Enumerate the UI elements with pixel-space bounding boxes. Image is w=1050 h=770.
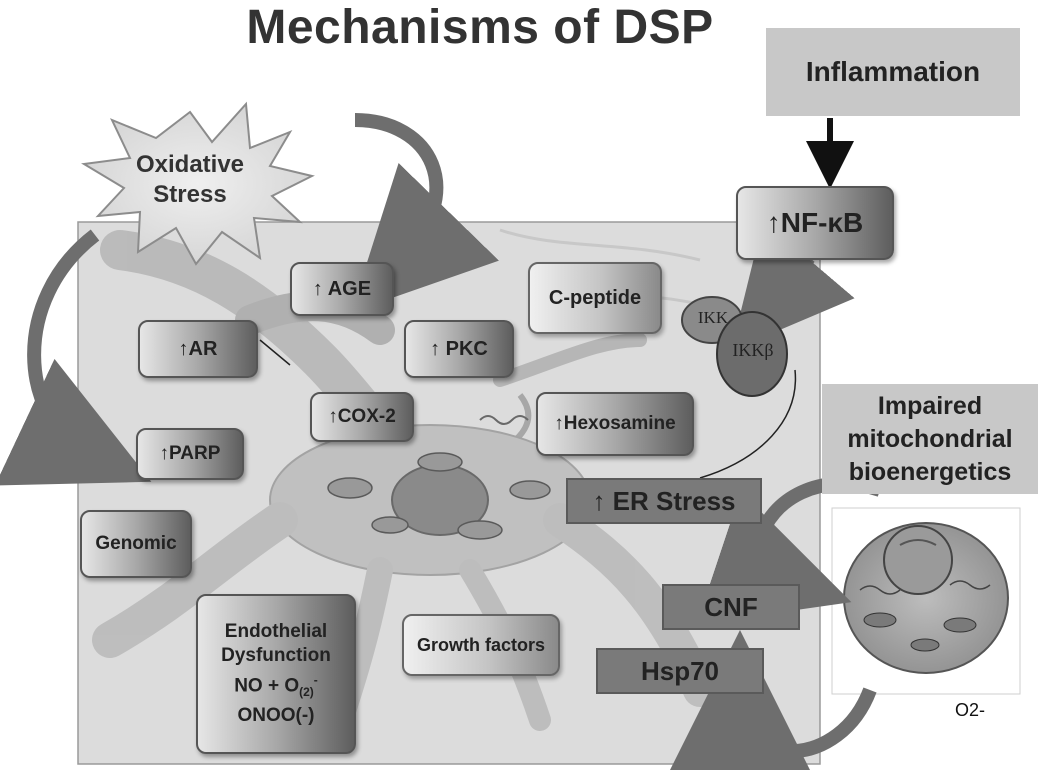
ikk-label: IKK — [697, 308, 729, 327]
age-label: ↑ AGE — [312, 277, 372, 300]
pkc-label: ↑ PKC — [430, 337, 488, 360]
impaired-line3: bioenergetics — [848, 457, 1012, 486]
hsp70-box: Hsp70 — [596, 648, 764, 694]
age-box: ↑ AGE — [290, 262, 394, 316]
impaired-bioenergetics-box: Impaired mitochondrial bioenergetics — [822, 384, 1038, 494]
er-stress-box: ↑ ER Stress — [566, 478, 762, 524]
arrow-nfkb-to-ikk — [731, 220, 855, 351]
ar-box: ↑AR — [138, 320, 258, 378]
oxidative-stress-line2: Stress — [153, 181, 227, 208]
o2-label: O2- — [954, 700, 985, 720]
inflammation-label: Inflammation — [805, 56, 981, 87]
inflammation-box: Inflammation — [766, 28, 1020, 116]
nfkb-label: ↑NF-κB — [766, 207, 864, 238]
arrow-cell-to-hsp70 — [670, 630, 877, 770]
hexosamine-box: ↑Hexosamine — [536, 392, 694, 456]
arrow-stress-to-parp — [0, 229, 152, 486]
er-stress-label: ↑ ER Stress — [592, 485, 736, 516]
endothelial-line2: Dysfunction — [221, 644, 331, 666]
cell-illustration — [843, 522, 1009, 674]
ikkb-label: IKKβ — [732, 340, 774, 360]
endothelial-line1: Endothelial — [224, 620, 328, 642]
endothelial-line3-sup: - — [313, 672, 318, 687]
arrow-stress-to-age — [351, 113, 499, 313]
endothelial-line4: ONOO(-) — [237, 705, 315, 727]
impaired-line2: mitochondrial — [847, 424, 1013, 453]
c-peptide-box: C-peptide — [528, 262, 662, 334]
endothelial-dysfunction-box: Endothelial Dysfunction NO + O(2)- ONOO(… — [196, 594, 356, 754]
pkc-box: ↑ PKC — [404, 320, 514, 378]
impaired-line1: Impaired — [877, 391, 983, 420]
genomic-label: Genomic — [95, 533, 177, 554]
ar-label: ↑AR — [178, 337, 218, 360]
hexosamine-label: ↑Hexosamine — [554, 413, 676, 434]
hsp70-label: Hsp70 — [640, 655, 720, 686]
growth-factors-box: Growth factors — [402, 614, 560, 676]
oxidative-stress-label: Oxidative Stress — [100, 150, 280, 210]
cox2-box: ↑COX-2 — [310, 392, 414, 442]
endothelial-line3-sub: (2) — [299, 685, 314, 700]
oxidative-stress-starburst — [81, 101, 315, 266]
endothelial-line3-main: NO + O — [234, 675, 300, 697]
endothelial-line3: NO + O(2)- — [234, 668, 318, 704]
cox2-label: ↑COX-2 — [328, 406, 396, 427]
genomic-box: Genomic — [80, 510, 192, 578]
growth-factors-label: Growth factors — [416, 634, 545, 655]
c-peptide-label: C-peptide — [548, 286, 642, 309]
oxidative-stress-line1: Oxidative — [135, 151, 245, 178]
ikkb-ellipse — [716, 311, 788, 397]
cnf-label: CNF — [704, 591, 758, 622]
parp-box: ↑PARP — [136, 428, 244, 480]
page-title: Mechanisms of DSP — [246, 1, 714, 54]
parp-label: ↑PARP — [159, 443, 221, 464]
nfkb-box: ↑NF-κB — [736, 186, 894, 260]
cnf-box: CNF — [662, 584, 800, 630]
